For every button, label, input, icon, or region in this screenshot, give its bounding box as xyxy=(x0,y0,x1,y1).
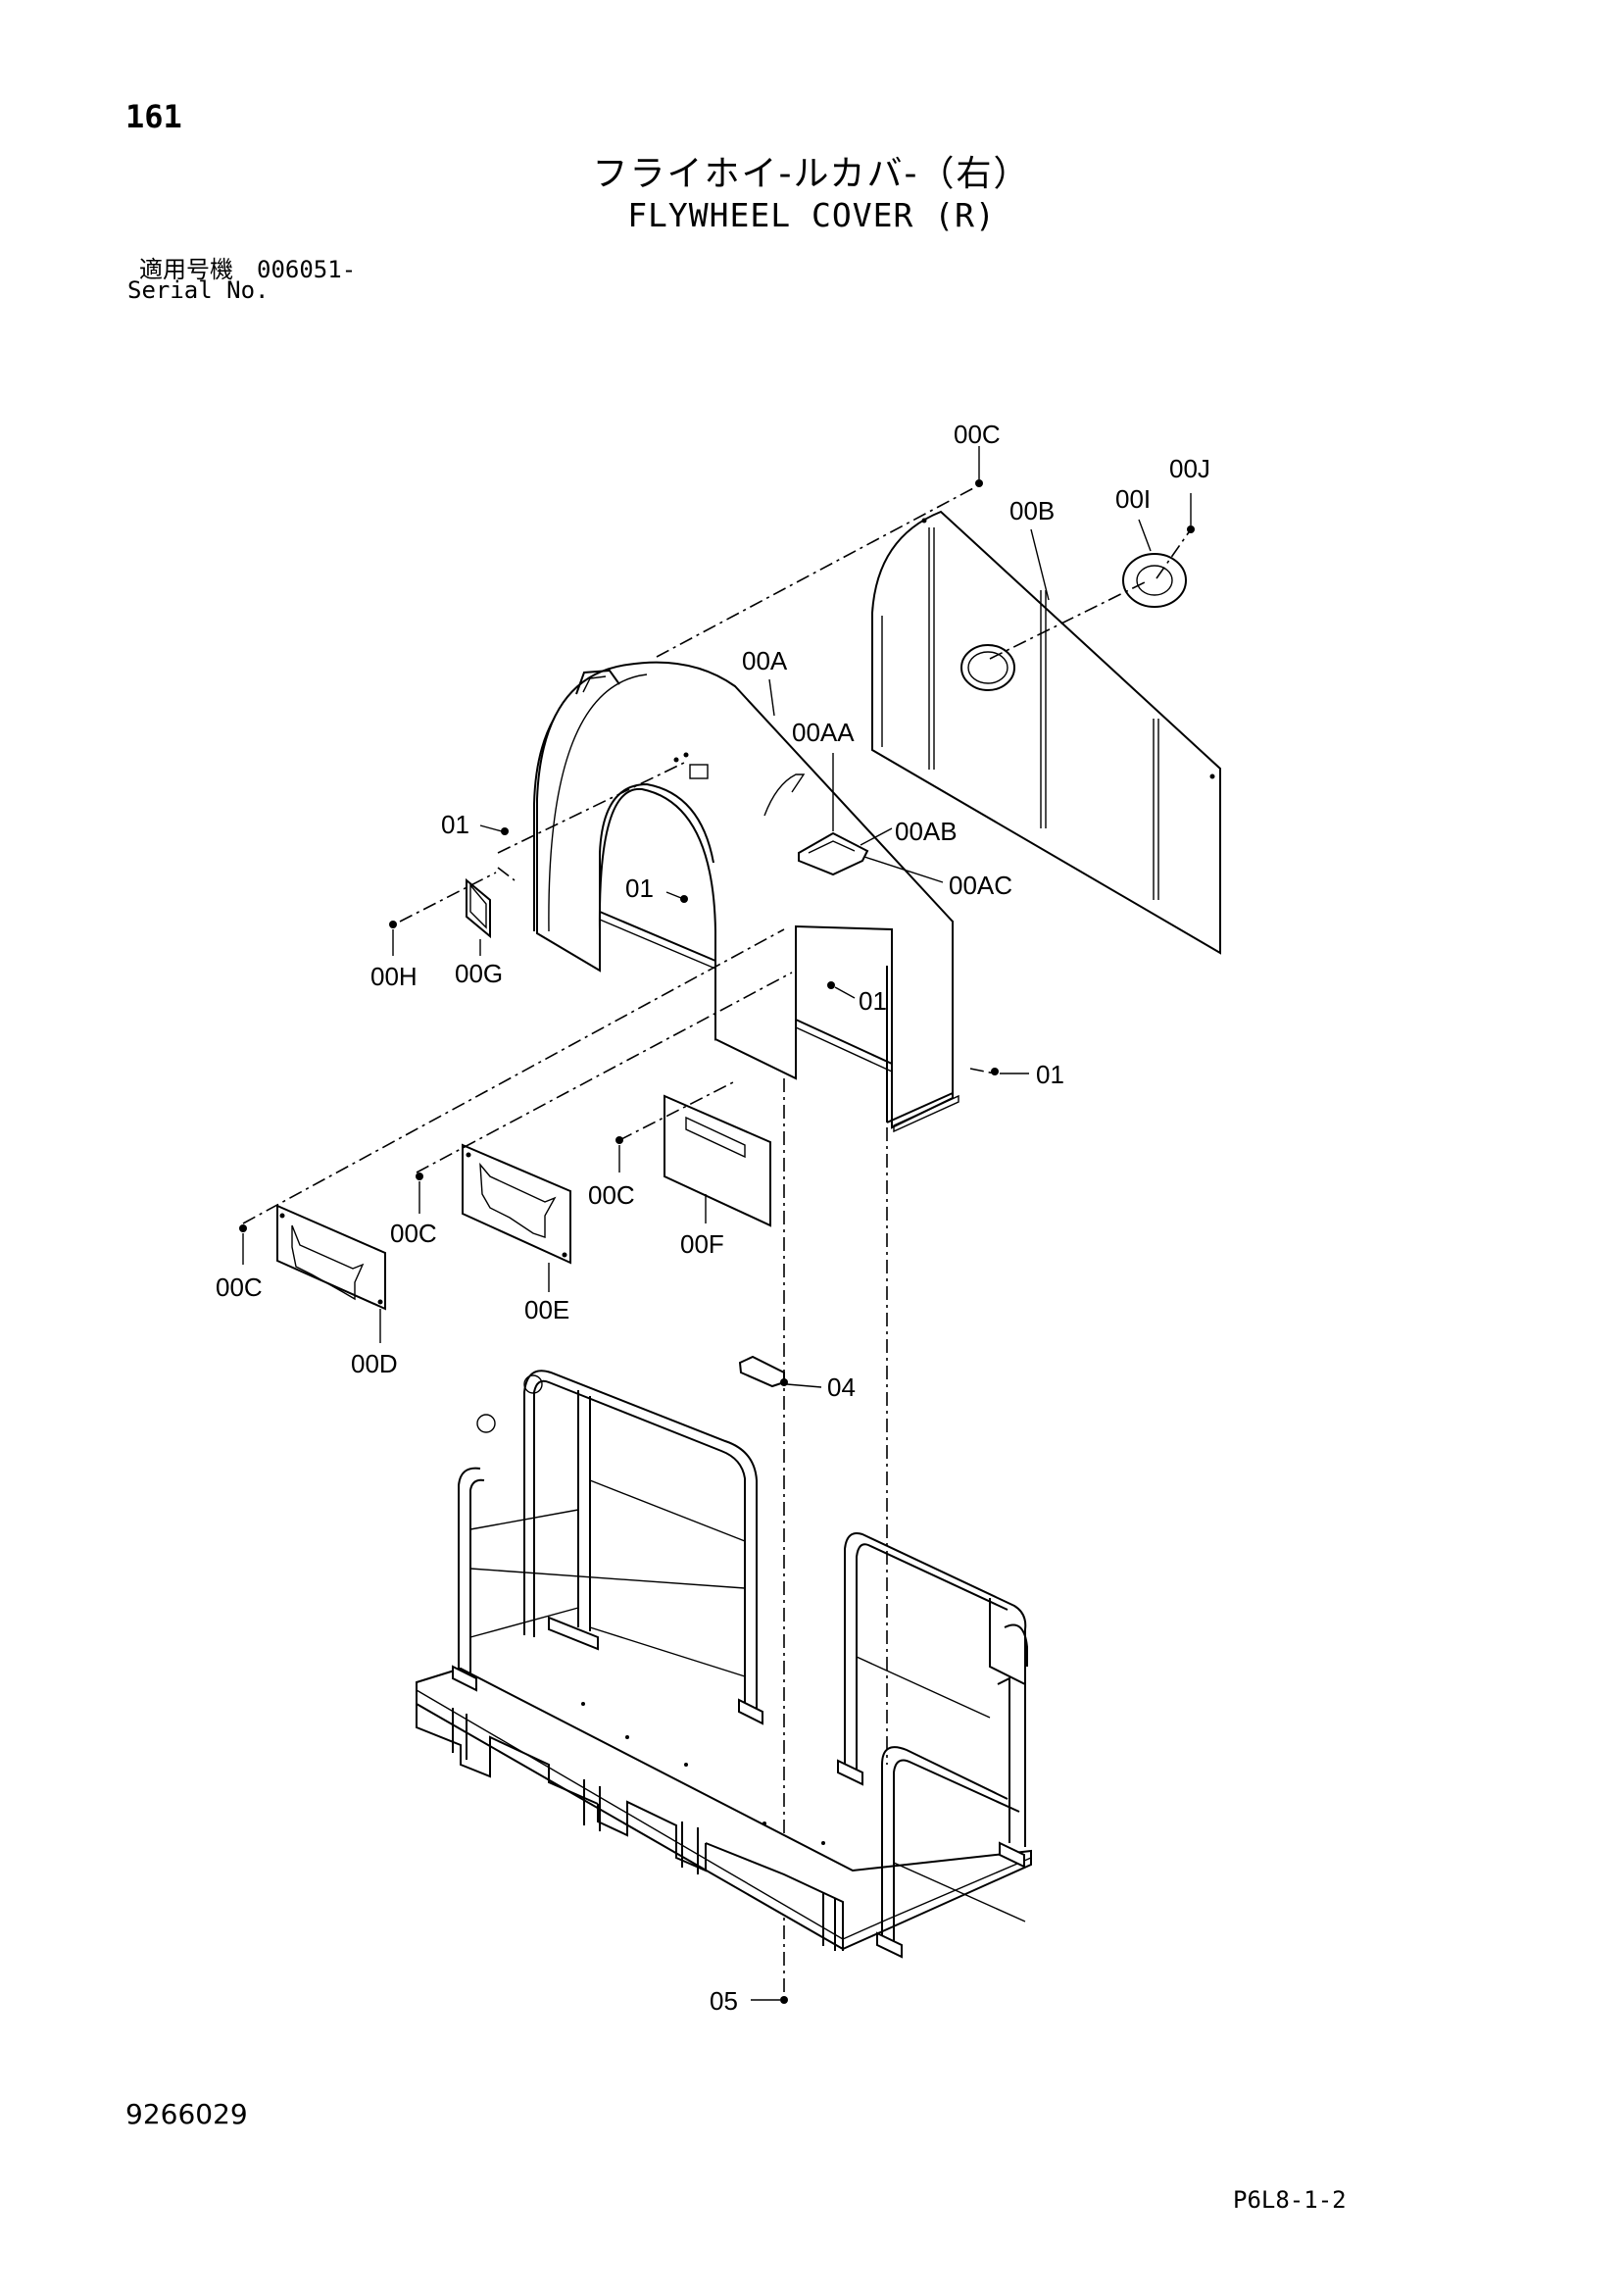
part-labels: 00C 00J 00I 00B 00A 00AA 00AB 00AC 01 01… xyxy=(216,420,1210,2016)
label-01-b: 01 xyxy=(625,873,654,903)
part-00A-main-cover xyxy=(533,661,959,1133)
label-00AC: 00AC xyxy=(949,871,1012,900)
page-number: 161 xyxy=(125,98,182,135)
part-00D-panel xyxy=(276,1204,386,1311)
label-00I: 00I xyxy=(1115,484,1151,514)
page-code: P6L8-1-2 xyxy=(1233,2186,1347,2214)
label-00D: 00D xyxy=(351,1349,398,1378)
part-00I-grommet xyxy=(1122,553,1187,608)
label-01-a: 01 xyxy=(441,810,469,839)
document-code: 9266029 xyxy=(125,2098,248,2130)
label-00AB: 00AB xyxy=(895,817,958,846)
label-00H: 00H xyxy=(370,962,418,991)
label-00C-d: 00C xyxy=(216,1273,263,1302)
label-00B: 00B xyxy=(1009,496,1055,525)
platform-with-handrails xyxy=(416,1370,1032,1959)
label-00C-f: 00C xyxy=(588,1180,635,1210)
page-title-en: FLYWHEEL COVER (R) xyxy=(627,196,996,234)
label-00J: 00J xyxy=(1169,454,1210,483)
serial-label-jp: 適用号機 006051- xyxy=(139,256,357,283)
label-00C-e: 00C xyxy=(390,1219,437,1248)
label-00F: 00F xyxy=(680,1229,724,1259)
label-05: 05 xyxy=(710,1986,738,2016)
part-00B-side-plate xyxy=(871,510,1221,955)
part-00G-plate xyxy=(466,877,491,939)
part-00E-panel xyxy=(462,1143,571,1265)
page-title-jp: フライホイ-ルカバ-（右） xyxy=(592,154,1031,194)
leader-lines xyxy=(242,446,1192,2001)
label-01-c: 01 xyxy=(859,986,887,1016)
label-00A: 00A xyxy=(742,646,788,675)
serial-label-en: Serial No. xyxy=(127,276,270,304)
part-00F-panel xyxy=(664,1094,771,1227)
label-04: 04 xyxy=(827,1373,856,1402)
part-00H-bolt xyxy=(389,921,397,928)
label-00G: 00G xyxy=(455,959,503,988)
fastener-dots xyxy=(239,479,1195,2004)
label-01-d: 01 xyxy=(1036,1060,1064,1089)
label-00E: 00E xyxy=(524,1295,569,1324)
part-04-clip xyxy=(738,1355,785,1388)
label-00AA: 00AA xyxy=(792,718,855,747)
label-00C-top: 00C xyxy=(954,420,1001,449)
